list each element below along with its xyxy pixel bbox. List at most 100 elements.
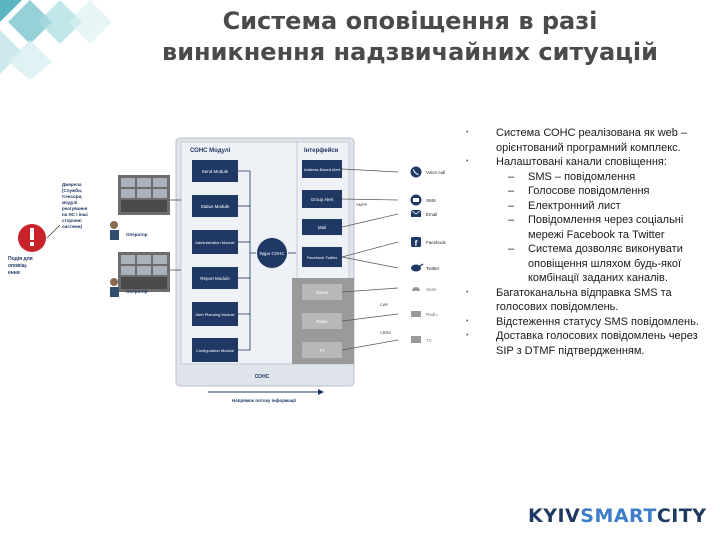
event-label-3: ення (8, 270, 20, 276)
twitter-icon (411, 263, 424, 272)
voice-call-icon (410, 166, 422, 178)
interface-social-label: Facebook Twitter (307, 255, 338, 260)
configuration-module-label: Configuration Module (196, 348, 235, 353)
interface-sirens (302, 284, 342, 300)
configuration-module-box (192, 338, 238, 362)
feature-text: Багатоканальна відправка SMS та голосови… (496, 286, 672, 314)
interface-group-alert-label: Group Alert (311, 197, 335, 202)
core-node (257, 238, 287, 268)
interface-social (302, 247, 342, 267)
feature-list: • Система СОНС реалізована як web – оріє… (466, 126, 716, 358)
feature-subtext: Повідомлення через соціальні мережі Face… (528, 214, 684, 241)
feature-subitem: – Повідомлення через соціальні мережі Fa… (508, 213, 716, 242)
interface-tv-label: TV (319, 348, 325, 353)
administration-module-label: Administration Module (195, 240, 235, 245)
channel-radio: Radio (426, 312, 438, 317)
bullet-marker: • (466, 332, 469, 339)
sources-label-6: на НС і інші (62, 212, 88, 217)
feature-subitem: – Голосове повідомлення (508, 184, 716, 199)
facebook-icon: f (411, 237, 421, 248)
bullet-marker: • (466, 129, 469, 136)
interface-address-alert-label: Address Based Alert (304, 167, 341, 172)
bullet-marker: • (466, 317, 469, 325)
control-room-image-1 (118, 175, 170, 215)
control-room-image-2 (118, 252, 170, 292)
sms-icon (410, 194, 422, 206)
interface-radio (302, 313, 342, 329)
channel-twitter: Twitter (426, 266, 440, 271)
sources-label-8: системи) (62, 224, 83, 229)
feature-text: Налаштовані канали сповіщення: (496, 156, 667, 168)
logo-part-city: CITY (656, 505, 707, 527)
feature-subtext: Голосове повідомлення (528, 185, 650, 197)
administration-module-box (192, 230, 238, 254)
sub-marker: – (508, 243, 515, 255)
system-diagram: СОНС Модулі Інтерфейси Send Module Statu… (8, 137, 447, 403)
feature-subitem: – Система дозволяє виконувати оповіщення… (508, 242, 716, 286)
core-label: Ядро СОНС (259, 251, 285, 256)
email-icon (410, 209, 422, 217)
report-module-box (192, 267, 238, 289)
tv-icon (411, 336, 421, 343)
title-line-2: виникнення надзвичайних ситуацій (162, 38, 658, 66)
status-module-box (192, 195, 238, 217)
send-module-label: Send Module (202, 169, 229, 174)
feature-text: Доставка голосових повідомлень через SIP… (496, 330, 698, 357)
channel-tv: TV (426, 338, 432, 343)
flow-label: Напрямок потоку інформації (232, 397, 297, 403)
channel-email: Email (426, 212, 437, 217)
radio-icon (411, 311, 421, 317)
sources-label-7: сторонні (62, 218, 82, 223)
protocol-cbre: CBRE (380, 330, 391, 335)
svg-text:f: f (415, 239, 418, 248)
interface-mail (302, 219, 342, 235)
channel-facebook: Facebook (426, 240, 447, 245)
feature-text: Система СОНС реалізована як web – орієнт… (496, 127, 688, 154)
bullet-marker: • (466, 158, 469, 165)
interface-tv (302, 342, 342, 358)
protocol-smpp: SMPP (356, 202, 368, 207)
feature-subitem: – SMS – повідомлення (508, 170, 716, 185)
alarm-icon (18, 224, 46, 252)
interface-address-alert (302, 160, 342, 178)
channel-sms: SMS (426, 198, 436, 203)
sources-label-5: реагування (62, 206, 88, 211)
feature-subtext: Електронний лист (528, 199, 621, 212)
feature-subtext: SMS – повідомлення (528, 170, 636, 183)
logo-part-kyiv: KYIV (528, 505, 581, 527)
interface-radio-label: Radio (316, 319, 328, 324)
sub-marker: – (508, 185, 515, 197)
system-label: СОНС (255, 374, 270, 380)
title-line-1: Система оповіщення в разі (222, 7, 598, 35)
event-label-1: Подія для (8, 256, 33, 262)
feature-item: • Відстеження статусу SMS повідомлень. (466, 315, 716, 330)
operator-label-2: Оператор (126, 289, 148, 294)
sources-label-3: Сенсори, (62, 194, 83, 199)
flow-arrow (208, 389, 324, 395)
feature-subtext: Система дозволяє виконувати оповіщення ш… (528, 243, 683, 284)
interface-sirens-label: Sirens (316, 290, 330, 295)
protocol-cap: CAP (380, 302, 389, 307)
feature-item: • Система СОНС реалізована як web – оріє… (466, 126, 716, 155)
logo-part-smart: SMART (580, 505, 657, 527)
operator-icon-2 (110, 278, 119, 297)
status-module-label: Status Module (201, 204, 230, 209)
sub-marker: – (508, 214, 515, 226)
channel-voice-call: Voice call (426, 170, 445, 175)
alert-planning-module-label: Alert Planning Module (195, 312, 235, 317)
send-module-box (192, 160, 238, 182)
sources-label-2: (Служби, (62, 187, 82, 193)
bullet-marker: • (466, 288, 469, 296)
feature-item: • Багатоканальна відправка SMS та голосо… (466, 286, 716, 315)
feature-item: • Доставка голосових повідомлень через S… (466, 329, 716, 358)
feature-item: • Налаштовані канали сповіщення: (466, 155, 716, 170)
sub-marker: – (508, 199, 515, 212)
interface-group-alert (302, 190, 342, 208)
modules-title: СОНС Модулі (190, 148, 231, 154)
page-title: Система оповіщення в разі виникнення над… (100, 6, 720, 68)
feature-subitem: – Електронний лист (508, 199, 716, 214)
report-module-label: Report Module (200, 276, 230, 281)
operator-icon-1 (110, 221, 119, 240)
channel-siren: Siren (426, 287, 437, 292)
corner-decoration (0, 0, 112, 80)
